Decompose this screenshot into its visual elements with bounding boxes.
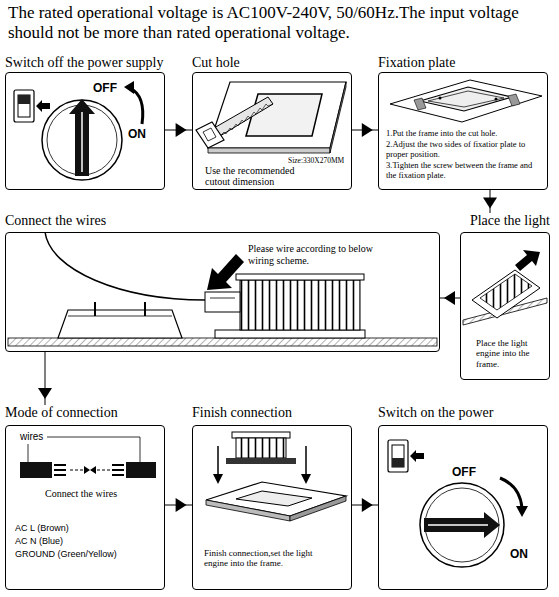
saw <box>196 97 273 148</box>
wiring-illustration <box>8 232 437 346</box>
arrow-head <box>444 291 455 305</box>
switch-label: ON <box>510 548 528 562</box>
switch-label: OFF <box>93 82 117 96</box>
dimension-text: Size:330X270MM <box>288 157 344 166</box>
panel-heading: Place the light <box>470 213 550 229</box>
step-arrow <box>38 352 52 405</box>
panel-heading: Switch on the power <box>378 405 493 421</box>
wire-label: wires <box>20 431 43 443</box>
wire-color: AC L (Brown) <box>15 523 69 533</box>
panel-frame <box>378 425 548 590</box>
panel-text: Use the recommended cutout dimension <box>205 165 313 187</box>
arrow-line <box>352 505 378 506</box>
wall-switch <box>388 440 424 472</box>
step-arrow <box>165 123 192 137</box>
panel-text: Place the light engine into the frame. <box>476 338 544 369</box>
rotary-switch <box>42 81 143 180</box>
install-step-panel: Switch off the power supplyOFF ON <box>5 55 165 190</box>
light-into-frame <box>206 432 346 521</box>
wire-color: GROUND (Green/Yellow) <box>15 549 117 559</box>
frame-in-ceiling <box>390 80 542 122</box>
panel-heading: Switch off the power supply <box>5 55 163 71</box>
panel-heading: Fixation plate <box>378 55 455 71</box>
arrow-line <box>352 130 378 131</box>
arrow-line <box>490 190 491 213</box>
install-step-panel: Switch on the powerOFF ON <box>378 405 548 590</box>
panel-text: 2.Adjust the two sides of fixatior plate… <box>386 140 544 160</box>
switch-label: OFF <box>452 466 476 480</box>
panel-text: Finish connection,set the light engine i… <box>204 548 336 569</box>
arrow-line <box>165 505 192 506</box>
arrow-line <box>165 130 192 131</box>
arrow-head <box>176 123 187 137</box>
arrow-head <box>483 197 497 208</box>
install-step-panel: Cut holeSize:330X270MMUse the recommende… <box>192 55 352 190</box>
wire-color: AC N (Blue) <box>15 536 63 546</box>
arrow-head <box>362 123 373 137</box>
install-step-panel: Fixation plate 1.Put the frame into the c… <box>378 55 548 190</box>
panel-text: Please wire according to below wiring sc… <box>248 243 398 266</box>
arrow-head <box>38 388 52 399</box>
install-step-panel: Connect the wiresPlease wire according t… <box>5 213 440 352</box>
panel-heading: Cut hole <box>192 55 240 71</box>
arrow-line <box>440 298 460 299</box>
panel-text: 3.Tighten the screw between the frame an… <box>386 161 544 181</box>
step-arrow <box>352 123 378 137</box>
install-step-panel: Place the lightPlace the light engine in… <box>460 213 550 380</box>
ceiling-tile <box>208 82 346 153</box>
panel-frame <box>5 232 440 352</box>
step-arrow <box>352 498 378 512</box>
wire-joint <box>20 437 156 478</box>
install-step-panel: Mode of connection wiresConnect the wires… <box>5 405 165 590</box>
switch-label: ON <box>128 128 146 142</box>
step-arrow <box>165 498 192 512</box>
step-arrow <box>483 190 497 213</box>
panel-text: Connect the wires <box>45 488 117 500</box>
panel-heading: Connect the wires <box>5 213 106 229</box>
panel-frame <box>5 425 165 590</box>
panel-text: 1.Put the frame into the cut hole. <box>386 129 544 139</box>
wall-switch <box>14 90 50 122</box>
install-step-panel: Finish connectionFinish connection,set t… <box>192 405 352 590</box>
panel-heading: Finish connection <box>192 405 292 421</box>
arrow-head <box>362 498 373 512</box>
step-arrow <box>440 291 460 305</box>
arrow-head <box>176 498 187 512</box>
light-engine-tilted <box>463 250 547 325</box>
panel-heading: Mode of connection <box>5 405 118 421</box>
rated-voltage-note: The rated operational voltage is AC100V-… <box>8 3 538 44</box>
rotary-switch <box>420 478 528 567</box>
arrow-line <box>45 352 46 405</box>
